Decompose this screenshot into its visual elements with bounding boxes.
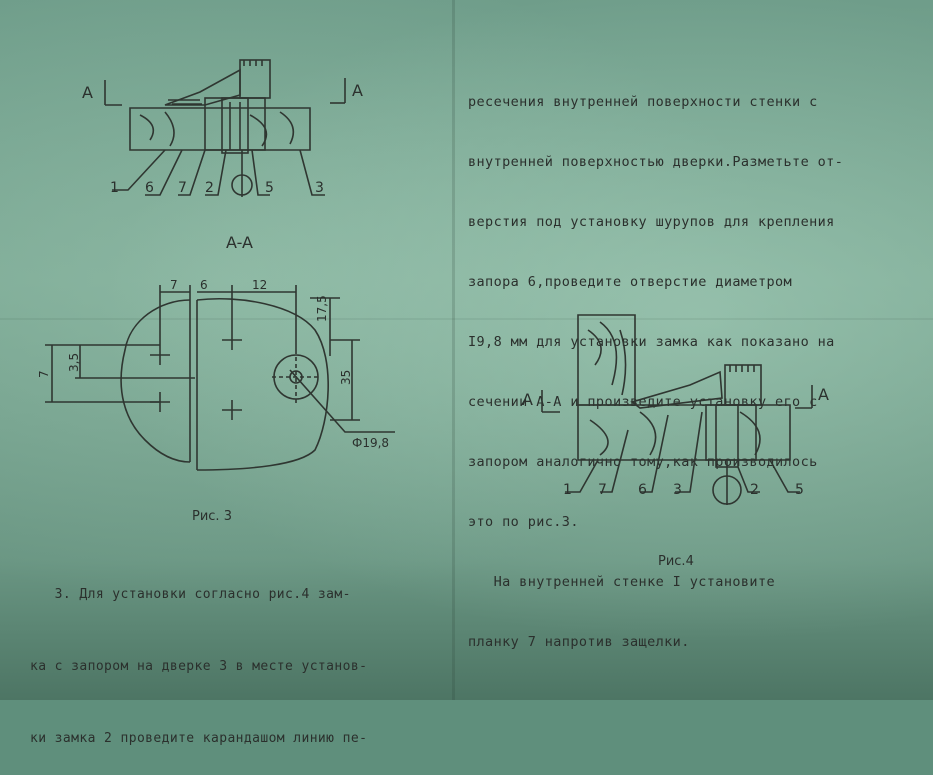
right-paragraph: ресечения внутренней поверхности стенки … — [468, 52, 843, 672]
callout-label: 5 — [795, 482, 804, 498]
callout-label: 1 — [110, 180, 119, 196]
dim-17-5: 17,5 — [315, 295, 329, 322]
text-line: I9,8 мм для установки замка как показано… — [468, 334, 835, 350]
text-line: запора 6,проведите отверстие диаметром — [468, 274, 793, 290]
callout-label: 2 — [750, 482, 759, 498]
callout-label: 7 — [178, 180, 187, 196]
fold-line-horizontal — [0, 318, 933, 320]
top-section-drawing — [104, 59, 346, 197]
fold-line-vertical — [452, 0, 455, 700]
text-line: На внутренней стенке I установите — [468, 574, 775, 590]
callout-label: 5 — [265, 180, 274, 196]
fig4-drawing — [541, 314, 813, 505]
text-line: запором аналогично тому,как производилос… — [468, 454, 818, 470]
text-line: ресечения внутренней поверхности стенки … — [468, 94, 818, 110]
dim-7: 7 — [170, 278, 178, 292]
dim-3-5: 3,5 — [67, 353, 81, 372]
dim-35: 35 — [339, 370, 353, 385]
callout-label: 1 — [563, 482, 572, 498]
paper-sheet — [0, 0, 933, 700]
technical-drawings: A A 1 6 7 2 5 3 A-A 7 6 12 17,5 3,5 7 35… — [37, 59, 829, 569]
callout-label: 3 — [315, 180, 324, 196]
dim-7-left: 7 — [37, 370, 51, 378]
callout-label: 6 — [638, 482, 647, 498]
text-line: ки замка 2 проведите карандашом линию пе… — [30, 731, 368, 746]
dim-6: 6 — [200, 278, 208, 292]
callout-label: 2 — [205, 180, 214, 196]
section-marker-right: A — [818, 385, 829, 404]
callout-label: 7 — [598, 482, 607, 498]
text-line: 3. Для установки согласно рис.4 зам- — [30, 587, 351, 602]
dim-12: 12 — [252, 278, 267, 292]
text-line: внутренней поверхностью дверки.Разметьте… — [468, 154, 844, 170]
section-title: A-A — [226, 233, 253, 252]
callout-label: 3 — [673, 482, 682, 498]
text-line: ка с запором на дверке 3 в месте установ… — [30, 659, 368, 674]
callout-label: 6 — [145, 180, 154, 196]
section-marker-right: A — [352, 81, 363, 100]
text-line: планку 7 напротив защелки. — [468, 634, 690, 650]
text-line: верстия под установку шурупов для крепле… — [468, 214, 835, 230]
section-marker-left: A — [82, 83, 93, 102]
drawing-labels: A A 1 6 7 2 5 3 A-A 7 6 12 17,5 3,5 7 35… — [37, 81, 829, 569]
section-marker-left: A — [522, 390, 533, 409]
text-line: это по рис.3. — [468, 514, 579, 530]
fig4-caption: Рис.4 — [658, 554, 694, 569]
dim-diameter: Ф19,8 — [352, 436, 389, 450]
fig3-caption: Рис. 3 — [192, 509, 232, 524]
fig3-drawing — [45, 285, 395, 471]
